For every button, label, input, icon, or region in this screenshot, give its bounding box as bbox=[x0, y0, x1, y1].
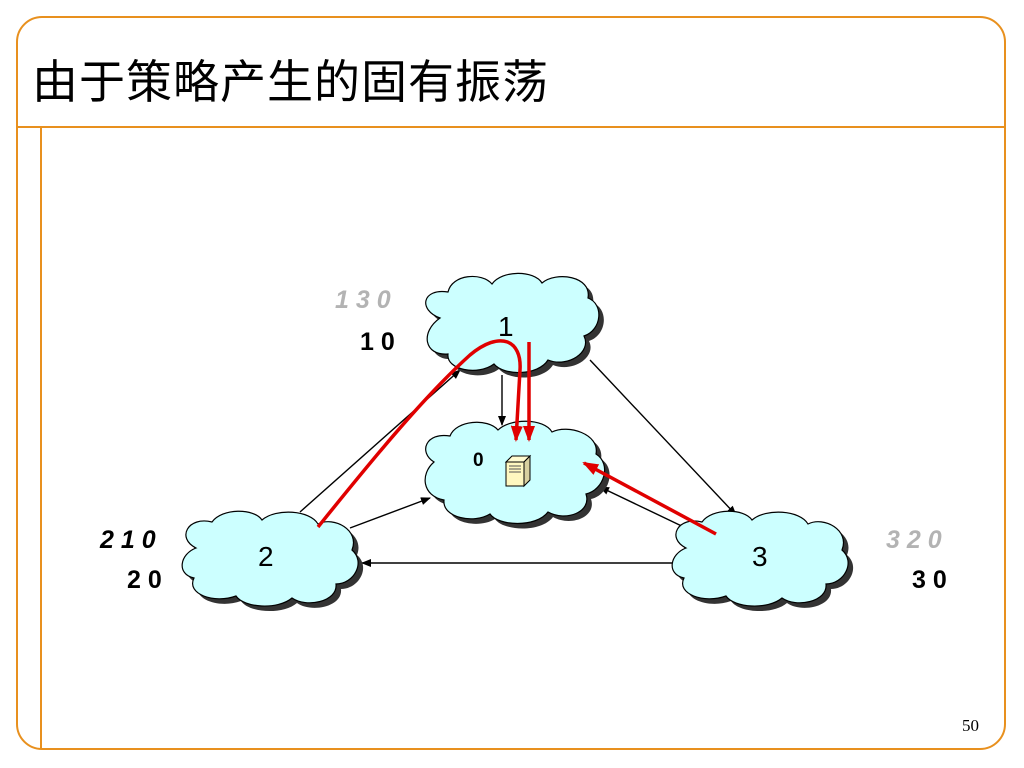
node-3-preferred-path: 3 2 0 bbox=[886, 526, 942, 554]
route-arrow-2-1-0 bbox=[316, 339, 523, 529]
slide-title: 由于策略产生的固有振荡 bbox=[32, 55, 549, 109]
node-3-label: 3 bbox=[752, 541, 768, 572]
slide-frame bbox=[16, 16, 1006, 750]
node-0-label: 0 bbox=[473, 450, 484, 471]
link-2-to-0 bbox=[349, 497, 431, 529]
server-icon bbox=[504, 454, 532, 488]
cloud-node-1 bbox=[425, 272, 604, 378]
link-1-to-3 bbox=[589, 359, 737, 516]
node-1-preferred-path: 1 3 0 bbox=[335, 286, 391, 314]
node-2-label: 2 bbox=[258, 541, 274, 572]
cloud-node-2 bbox=[181, 510, 364, 612]
node-2-current-path: 2 0 bbox=[127, 566, 162, 594]
node-2-preferred-path: 2 1 0 bbox=[100, 526, 156, 554]
left-accent-rule bbox=[40, 128, 42, 748]
route-arrow-3-0 bbox=[582, 461, 717, 536]
page-number: 50 bbox=[962, 716, 979, 735]
cloud-node-3 bbox=[671, 510, 854, 612]
link-3-to-0 bbox=[599, 486, 691, 531]
node-1-label: 1 bbox=[498, 311, 514, 342]
node-3-current-path: 3 0 bbox=[912, 566, 947, 594]
title-divider bbox=[16, 126, 1006, 128]
node-1-current-path: 1 0 bbox=[360, 328, 395, 356]
